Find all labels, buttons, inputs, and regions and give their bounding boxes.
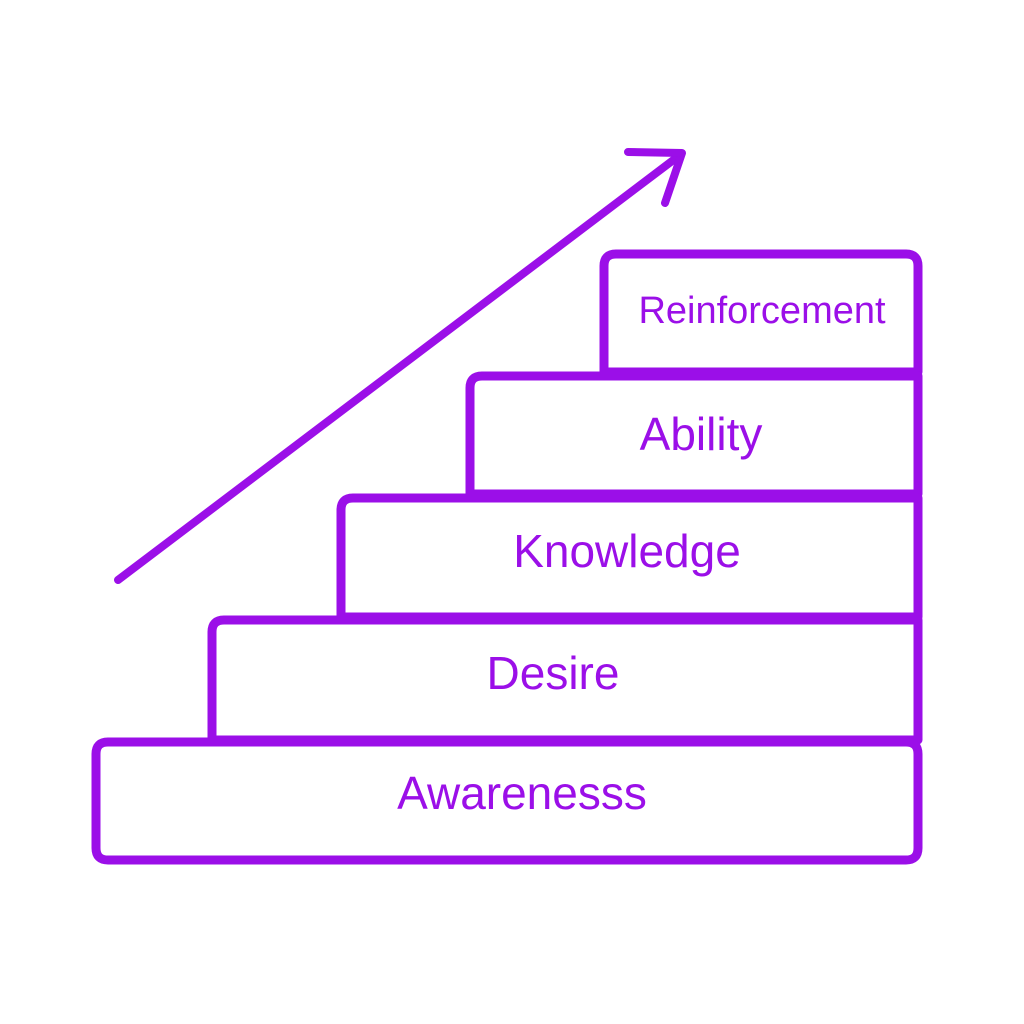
- step-label-reinforcement: Reinforcement: [638, 290, 886, 332]
- step-box-ability: [465, 371, 923, 499]
- step-box-awareness: [91, 737, 923, 865]
- arrow-head: [624, 148, 686, 207]
- step-desire: Desire: [207, 615, 923, 745]
- trend-up-arrow-icon: [114, 148, 686, 584]
- step-knowledge: Knowledge: [336, 493, 923, 622]
- step-label-desire: Desire: [487, 647, 620, 699]
- step-label-knowledge: Knowledge: [513, 525, 741, 577]
- step-box-desire: [207, 615, 923, 745]
- step-ability: Ability: [465, 371, 923, 499]
- step-label-ability: Ability: [640, 408, 763, 460]
- arrow-shaft: [114, 151, 684, 584]
- step-reinforcement: Reinforcement: [599, 249, 923, 377]
- step-box-reinforcement: [599, 249, 923, 377]
- step-awareness: Awarenesss: [91, 737, 923, 865]
- step-box-knowledge: [336, 493, 923, 622]
- step-label-awareness: Awarenesss: [397, 767, 647, 819]
